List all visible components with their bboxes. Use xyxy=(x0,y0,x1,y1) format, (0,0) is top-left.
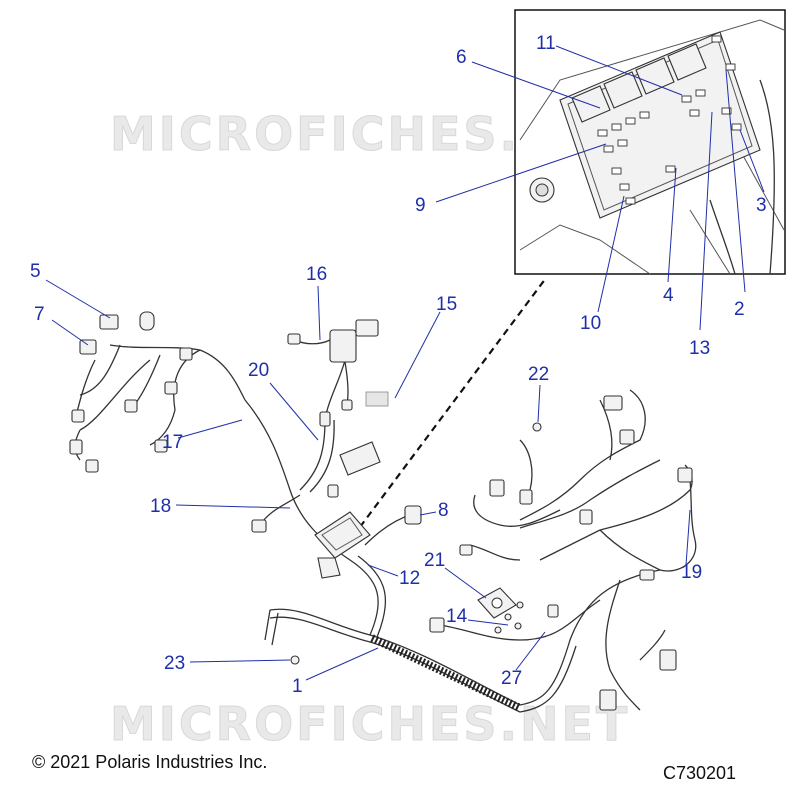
left-harness xyxy=(69,311,246,473)
leader-lines xyxy=(45,45,765,681)
grommet xyxy=(477,587,524,634)
callout-13: 13 xyxy=(689,338,710,359)
module xyxy=(339,391,389,476)
callout-21: 21 xyxy=(424,550,445,571)
inset-pointer-line xyxy=(359,277,547,528)
callout-2: 2 xyxy=(734,299,745,320)
callout-17: 17 xyxy=(162,432,183,453)
callout-7: 7 xyxy=(34,304,45,325)
callout-10: 10 xyxy=(580,313,601,334)
callout-12: 12 xyxy=(399,568,420,589)
main-harness xyxy=(244,399,661,713)
callout-20: 20 xyxy=(248,360,269,381)
callout-27: 27 xyxy=(501,668,522,689)
upper-branch xyxy=(287,319,379,498)
callout-3: 3 xyxy=(756,195,767,216)
callout-8: 8 xyxy=(438,500,449,521)
callouts: 1 2 3 4 5 6 7 8 9 10 11 12 13 14 15 16 1… xyxy=(30,33,767,697)
callout-23: 23 xyxy=(164,653,185,674)
callout-5: 5 xyxy=(30,261,41,282)
watermark-bottom: MICROFICHES.NET xyxy=(110,697,630,751)
figure-code: C730201 xyxy=(663,763,737,783)
callout-15: 15 xyxy=(436,294,457,315)
right-harness xyxy=(429,389,697,711)
fastener-22 xyxy=(532,422,542,432)
callout-22: 22 xyxy=(528,364,549,385)
callout-6: 6 xyxy=(456,47,467,68)
callout-16: 16 xyxy=(306,264,327,285)
callout-18: 18 xyxy=(150,496,171,517)
callout-9: 9 xyxy=(415,195,426,216)
callout-19: 19 xyxy=(681,562,702,583)
callout-1: 1 xyxy=(292,676,303,697)
fastener-23 xyxy=(290,655,300,665)
callout-14: 14 xyxy=(446,606,468,627)
callout-4: 4 xyxy=(663,285,674,306)
copyright-notice: © 2021 Polaris Industries Inc. xyxy=(32,752,268,772)
callout-11: 11 xyxy=(536,33,556,54)
